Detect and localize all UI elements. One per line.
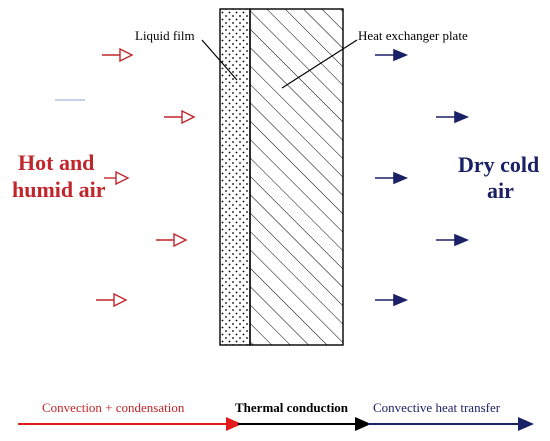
hot-air-arrow: [104, 170, 130, 186]
convective-heat-transfer-label: Convective heat transfer: [373, 400, 501, 415]
hot-air-arrow: [102, 47, 134, 63]
thermal-conduction-label: Thermal conduction: [235, 400, 349, 415]
liquid-film-layer: [219, 8, 251, 346]
dry-cold-air-label-line1: Dry cold: [458, 152, 539, 177]
heat-exchanger-plate: [249, 8, 344, 346]
heat-exchanger-plate-label: Heat exchanger plate: [358, 28, 468, 43]
plate-leader: [281, 39, 358, 89]
hot-humid-air-label-line2: humid air: [12, 177, 106, 202]
hot-air-arrow: [96, 292, 128, 308]
cold-air-arrow: [375, 293, 409, 307]
cold-air-arrow: [375, 171, 409, 185]
cold-air-arrow: [436, 233, 470, 247]
dry-cold-air-label-line2: air: [487, 178, 514, 203]
convective-heat-transfer-legend-arrow: [368, 417, 534, 431]
liquid-film-label: Liquid film: [135, 28, 195, 43]
cold-air-arrow: [436, 110, 470, 124]
hot-air-arrow: [156, 232, 188, 248]
hot-humid-air-label-line1: Hot and: [18, 150, 94, 175]
hot-air-arrow: [164, 109, 196, 125]
convection-legend-arrow: [18, 417, 242, 431]
convection-condensation-label: Convection + condensation: [42, 400, 185, 415]
cold-air-arrow: [375, 48, 409, 62]
liquid-film-leader: [201, 39, 238, 81]
thermal-conduction-legend-arrow: [238, 417, 371, 431]
